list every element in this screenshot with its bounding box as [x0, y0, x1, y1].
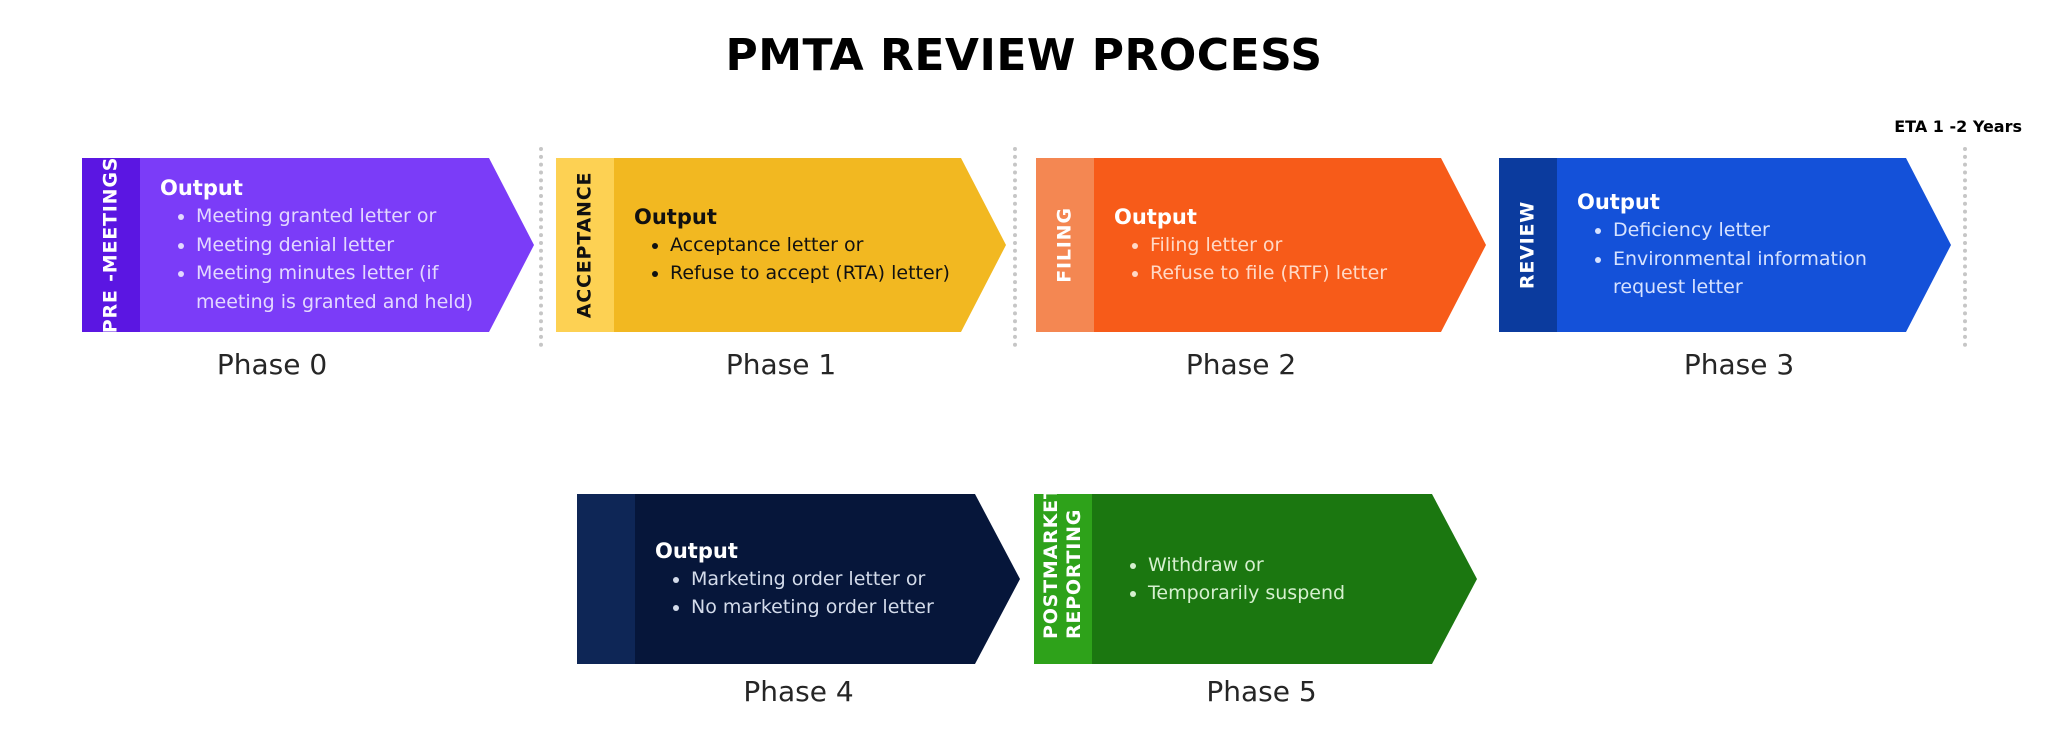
eta-label: ETA 1 -2 Years	[1894, 117, 2022, 136]
phase-label: Phase 5	[1206, 675, 1317, 708]
output-title: Output	[1114, 204, 1197, 229]
list-item: Temporarily suspend	[1148, 579, 1432, 608]
output-list: Withdraw or Temporarily suspend	[1112, 551, 1432, 608]
page-title: PMTA REVIEW PROCESS	[725, 30, 1323, 81]
phase-5-arrow: POSTMARKET REPORTING Withdraw or Tempora…	[1034, 494, 1477, 664]
phase-tab: ACCEPTANCE	[556, 158, 614, 332]
list-item: Deficiency letter	[1613, 216, 1906, 245]
list-item: Environmental information request letter	[1613, 245, 1906, 302]
list-item: No marketing order letter	[691, 593, 975, 622]
list-item: Refuse to accept (RTA) letter)	[670, 259, 961, 288]
phase-tab-label: POSTMARKET REPORTING	[1040, 485, 1085, 639]
phase-body: Withdraw or Temporarily suspend	[1092, 494, 1432, 664]
output-list: Meeting granted letter or Meeting denial…	[160, 202, 489, 316]
phase-tab: PRE -MEETINGS	[82, 158, 140, 332]
phase-3-arrow: REVIEW Output Deficiency letter Environm…	[1499, 158, 1951, 332]
phase-body: Output Filing letter or Refuse to file (…	[1094, 158, 1441, 332]
list-item: Marketing order letter or	[691, 565, 975, 594]
phase-body: Output Meeting granted letter or Meeting…	[140, 158, 489, 332]
divider	[539, 147, 543, 347]
list-item: Meeting denial letter	[196, 231, 489, 260]
phase-label: Phase 2	[1185, 348, 1297, 381]
list-item: Meeting granted letter or	[196, 202, 489, 231]
phase-tab: POSTMARKET REPORTING	[1034, 494, 1092, 664]
phase-tab	[577, 494, 635, 664]
phase-tab-label: PRE -MEETINGS	[99, 156, 122, 334]
phase-body: Output Acceptance letter or Refuse to ac…	[614, 158, 961, 332]
phase-tab-label: FILING	[1053, 207, 1076, 283]
phase-body: Output Deficiency letter Environmental i…	[1557, 158, 1906, 332]
phase-tab-label: ACCEPTANCE	[573, 171, 596, 319]
list-item: Meeting minutes letter (if meeting is gr…	[196, 259, 489, 316]
phase-label: Phase 0	[216, 348, 328, 381]
output-list: Marketing order letter or No marketing o…	[655, 565, 975, 622]
phase-body: Output Marketing order letter or No mark…	[635, 494, 975, 664]
phase-label: Phase 3	[1683, 348, 1795, 381]
phase-tab: FILING	[1036, 158, 1094, 332]
phase-4-arrow: Output Marketing order letter or No mark…	[577, 494, 1020, 664]
phase-tab-label: REVIEW	[1516, 200, 1539, 290]
divider	[1013, 147, 1017, 347]
list-item: Refuse to file (RTF) letter	[1150, 259, 1441, 288]
phase-1-arrow: ACCEPTANCE Output Acceptance letter or R…	[556, 158, 1006, 332]
output-title: Output	[160, 176, 243, 200]
output-list: Filing letter or Refuse to file (RTF) le…	[1114, 231, 1441, 288]
divider	[1963, 147, 1967, 347]
phase-tab: REVIEW	[1499, 158, 1557, 332]
list-item: Filing letter or	[1150, 231, 1441, 260]
list-item: Acceptance letter or	[670, 231, 961, 260]
output-list: Acceptance letter or Refuse to accept (R…	[634, 231, 961, 288]
output-title: Output	[634, 204, 717, 229]
output-title: Output	[1577, 190, 1660, 215]
output-title: Output	[655, 538, 738, 563]
phase-0-arrow: PRE -MEETINGS Output Meeting granted let…	[82, 158, 534, 332]
phase-label: Phase 1	[725, 348, 837, 381]
list-item: Withdraw or	[1148, 551, 1432, 580]
phase-label: Phase 4	[743, 675, 854, 708]
output-list: Deficiency letter Environmental informat…	[1577, 216, 1906, 302]
phase-2-arrow: FILING Output Filing letter or Refuse to…	[1036, 158, 1486, 332]
